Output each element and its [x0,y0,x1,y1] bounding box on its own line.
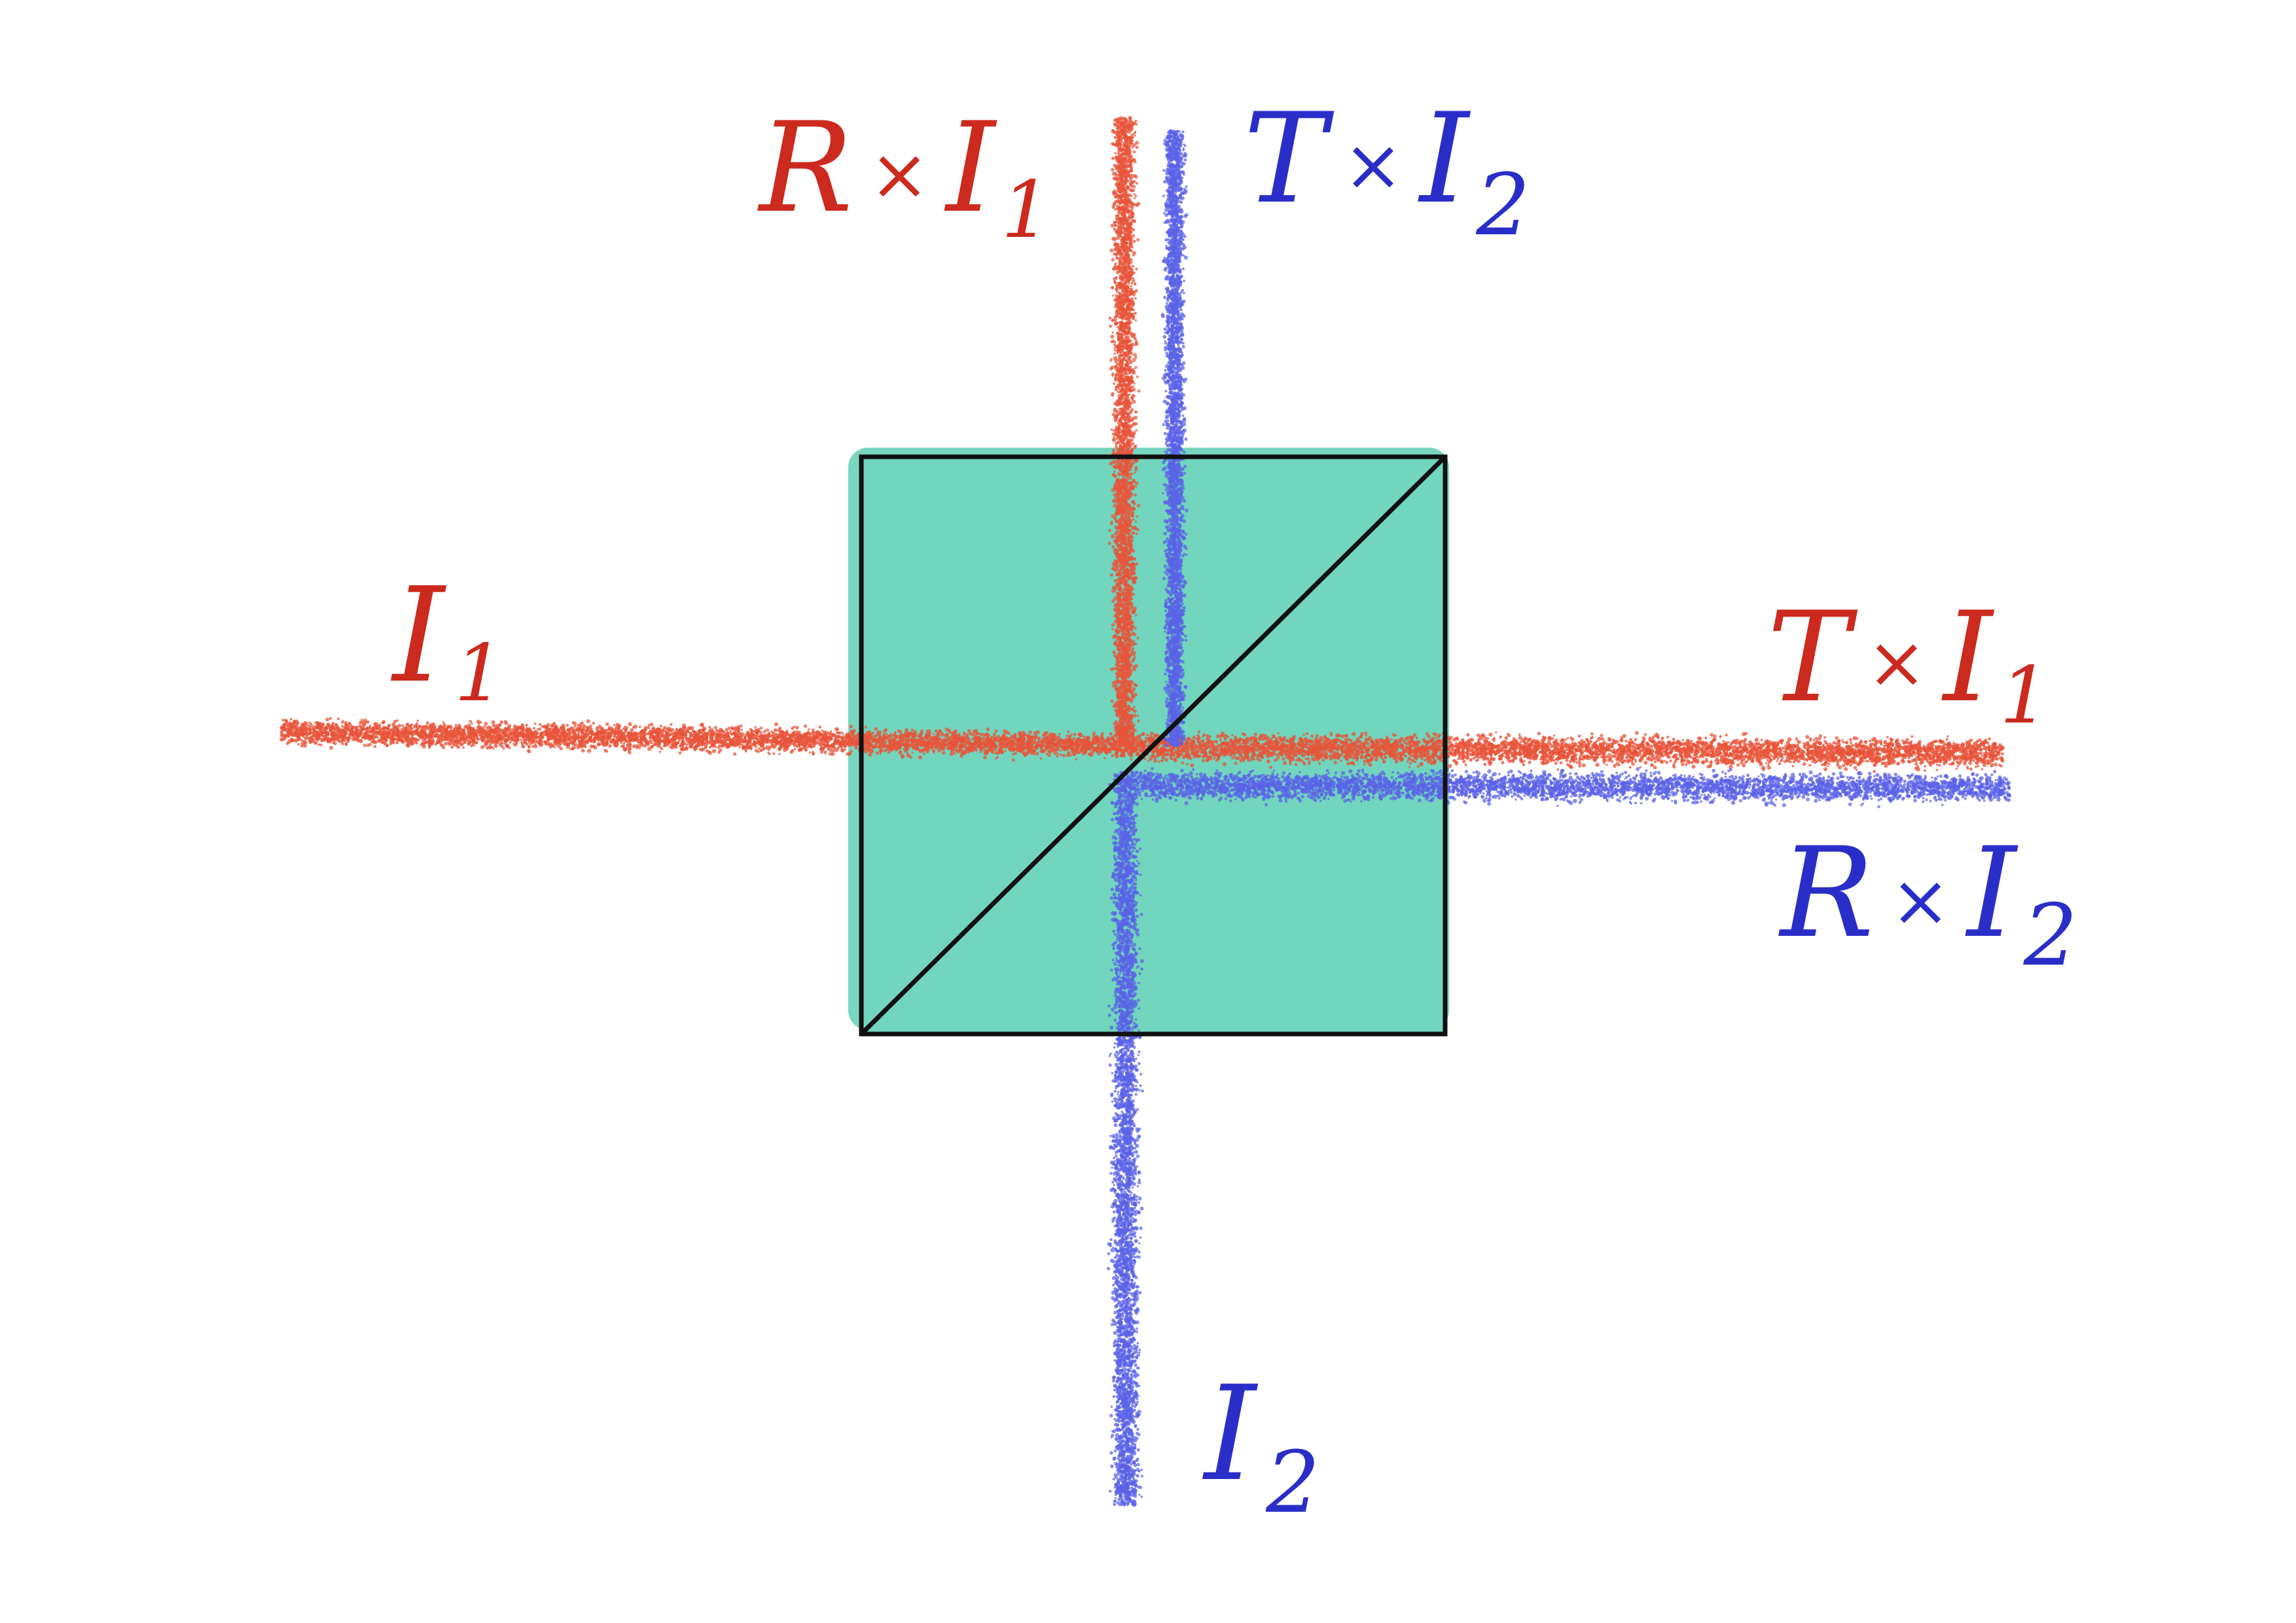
beam-input-2 [1106,770,1145,1507]
beams [279,116,2011,1507]
label-reflected-2: R × I 2 [1778,821,2077,985]
beam-transmitted-1 [1140,730,2005,774]
beam-input-1 [279,717,1144,762]
beam-splitter-outline [859,454,1448,1037]
beam-splitter-cube-outline [859,454,1448,1037]
beam-splitter-diagonal [860,455,1446,1035]
label-reflected-1: R × I 1 [757,96,1051,256]
beam-reflected-2 [1134,766,2011,808]
labels: R × I 1 T × I 2 I 1 T × I 1 R × I [390,86,2077,1532]
label-input-2: I 2 [1202,1358,1320,1532]
label-transmitted-1: T × I 1 [1767,585,2050,741]
beam-transmitted-2 [1160,129,1189,748]
label-input-1: I 1 [390,560,504,719]
beam-reflected-1 [1107,116,1141,748]
label-transmitted-2: T × I 2 [1244,86,1530,255]
